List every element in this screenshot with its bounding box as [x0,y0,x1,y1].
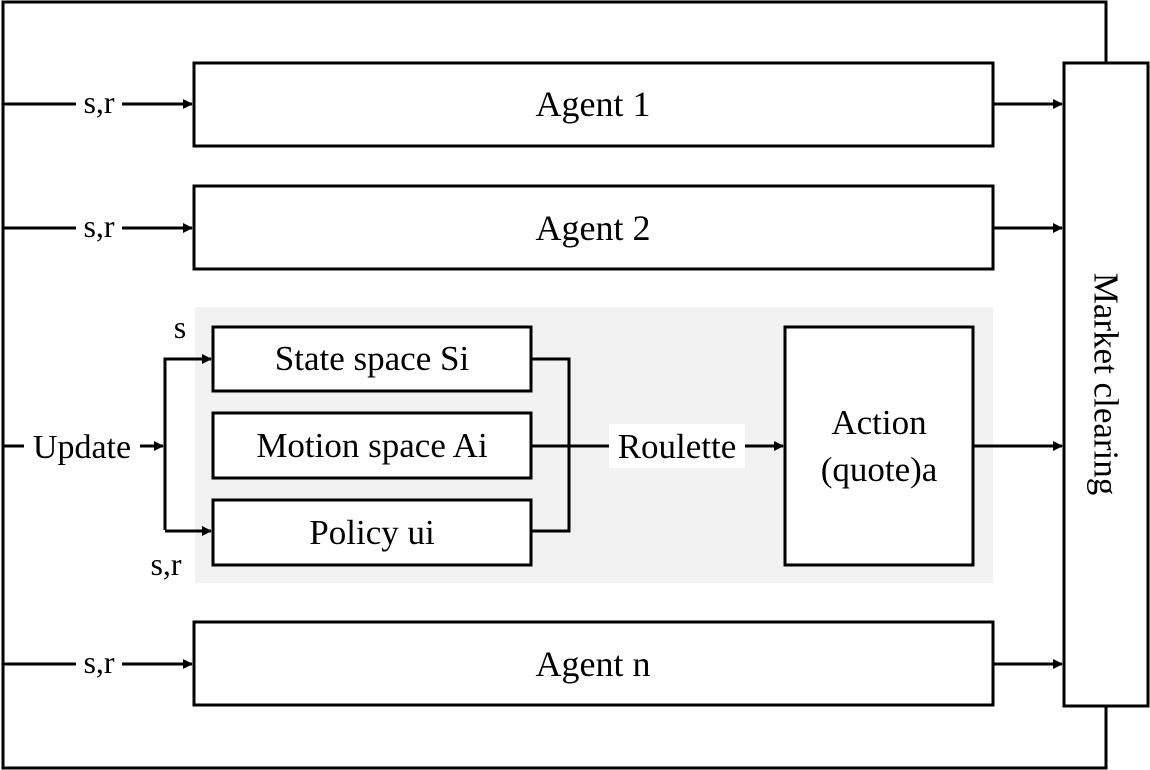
action-label-line1: Action [831,403,926,442]
agent-1-label: Agent 1 [536,84,651,124]
state-branch-wire [163,354,212,530]
roulette-label: Roulette [618,427,737,466]
agent-2-label-bg [76,212,122,244]
update-label-bg [24,428,140,464]
agent-2-box [192,184,995,271]
agent-1-input-label: s,r [83,84,114,120]
agent-n-label-bg [76,648,122,680]
update-label: Update [33,429,131,466]
market-clearing-label: Market clearing [1087,273,1126,496]
state-space-box [211,325,533,393]
feedback-frame [1,0,1108,770]
policy-label: Policy ui [309,513,435,552]
action-label-line2: (quote)a [821,450,938,489]
action-box [783,325,975,567]
agent-n-label: Agent n [536,644,651,684]
state-branch-label: s [174,309,186,345]
market-clearing-box [1062,61,1150,708]
agent-1-box [192,61,995,148]
agent-1-label-bg [76,88,122,120]
policy-branch-label: s,r [150,546,181,582]
roulette-label-bg [609,424,745,468]
state-space-label: State space Si [275,339,470,378]
agent-2-input-label: s,r [83,208,114,244]
agent-2-label: Agent 2 [536,208,651,248]
motion-space-label: Motion space Ai [256,426,488,465]
agent-n-input-label: s,r [83,644,114,680]
